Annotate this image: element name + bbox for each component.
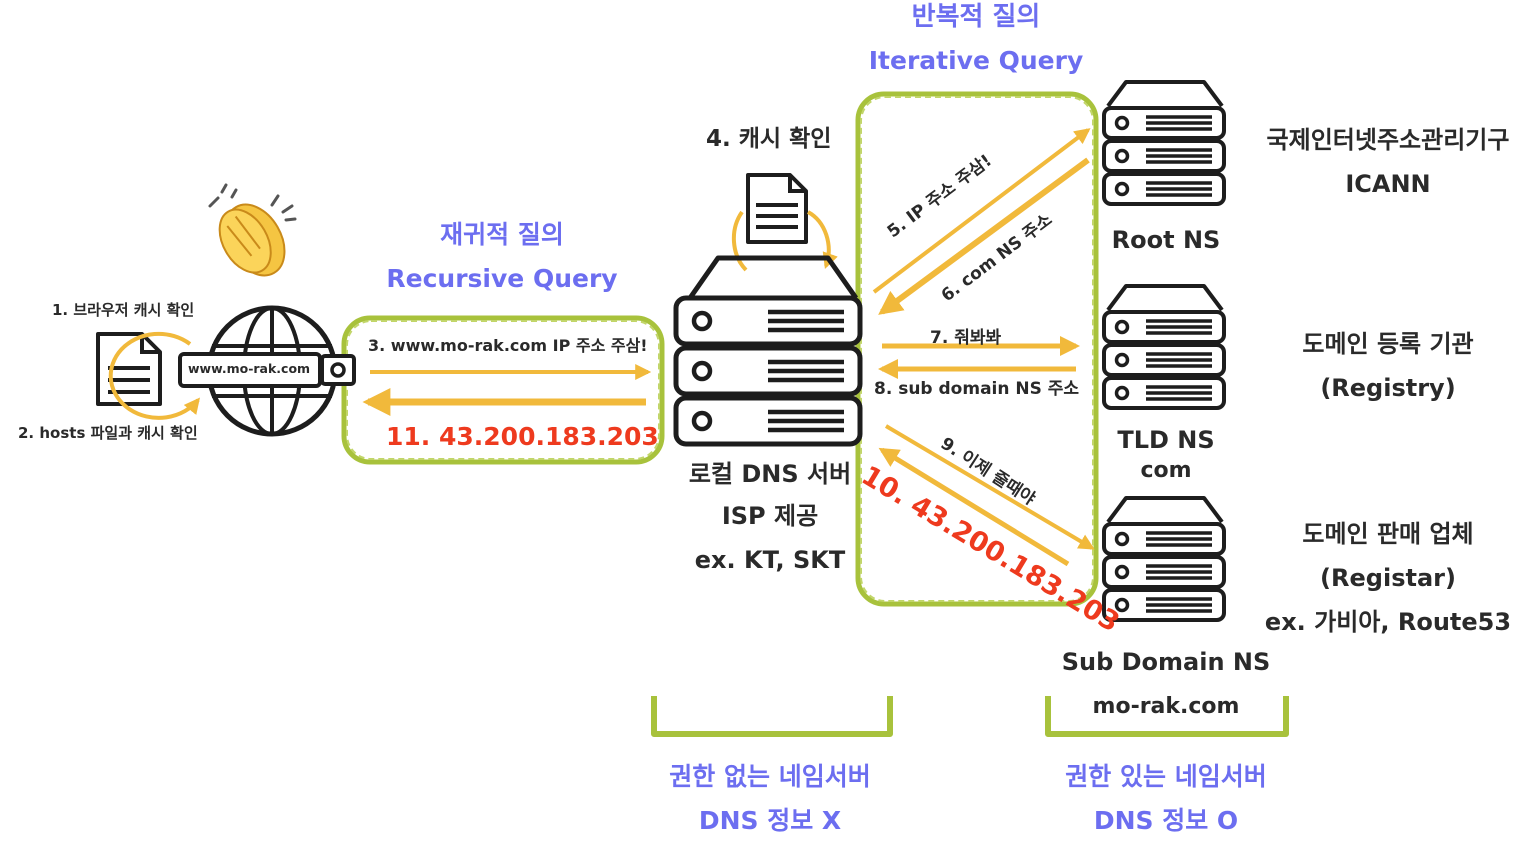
step2-label: 2. hosts 파일과 캐시 확인 xyxy=(18,424,198,442)
step7-label: 7. 줘봐봐 xyxy=(930,328,1002,348)
url-bar-text: www.mo-rak.com xyxy=(188,361,311,376)
tld-ns-server-icon xyxy=(1102,284,1226,410)
clapping-hands-icon xyxy=(208,183,297,277)
root-ns-server-icon xyxy=(1102,80,1226,206)
subdomain-example: ex. 가비아, Route53 xyxy=(1264,608,1512,636)
local-dns-name: 로컬 DNS 서버 xyxy=(688,460,852,488)
local-dns-example: ex. KT, SKT xyxy=(694,546,846,574)
step3-label: 3. www.mo-rak.com IP 주소 주삼! xyxy=(368,336,648,355)
tld-ns-sub: com xyxy=(1140,458,1192,483)
subdomain-org: 도메인 판매 업체 xyxy=(1302,520,1474,548)
recursive-label-ko: 재귀적 질의 xyxy=(440,220,564,249)
client-cache-arrow xyxy=(108,331,201,420)
footer-right-line1: 권한 있는 네임서버 xyxy=(1065,762,1267,791)
subdomain-org-en: (Registar) xyxy=(1320,564,1456,592)
cache-cycle-arrow-left xyxy=(731,210,748,272)
footer-right-line2: DNS 정보 O xyxy=(1093,806,1239,835)
footer-left-line2: DNS 정보 X xyxy=(698,806,842,835)
footer-left-line1: 권한 없는 네임서버 xyxy=(669,762,871,791)
step4-label: 4. 캐시 확인 xyxy=(706,126,832,152)
root-org: 국제인터넷주소관리기구 xyxy=(1266,126,1510,154)
recursive-query-box xyxy=(341,315,665,465)
root-org-en: ICANN xyxy=(1345,170,1431,198)
local-dns-provider: ISP 제공 xyxy=(721,502,819,530)
tld-org-en: (Registry) xyxy=(1320,374,1456,402)
local-dns-server-icon xyxy=(673,255,863,447)
root-ns-name: Root NS xyxy=(1111,226,1221,254)
local-dns-document-icon xyxy=(746,173,808,244)
arrow-step10 xyxy=(878,447,1070,567)
bracket-left xyxy=(651,696,893,737)
arrow-step6 xyxy=(878,157,1090,315)
arrow-step5 xyxy=(872,128,1091,294)
subdomain-ns-server-icon xyxy=(1102,496,1226,622)
bracket-right xyxy=(1045,696,1289,737)
globe-icon xyxy=(178,305,356,437)
arrow-step9 xyxy=(884,424,1095,550)
step11-label: 11. 43.200.183.203 xyxy=(386,422,659,451)
step1-label: 1. 브라우저 캐시 확인 xyxy=(52,301,195,319)
tld-org: 도메인 등록 기관 xyxy=(1302,330,1474,358)
subdomain-ns-name: Sub Domain NS xyxy=(1061,648,1271,676)
subdomain-ns-sub: mo-rak.com xyxy=(1092,694,1240,719)
step8-label: 8. sub domain NS 주소 xyxy=(874,379,1080,399)
recursive-label-en: Recursive Query xyxy=(386,264,618,293)
tld-ns-name: TLD NS xyxy=(1117,426,1215,454)
iterative-label-en: Iterative Query xyxy=(868,46,1084,75)
iterative-label-ko: 반복적 질의 xyxy=(911,2,1041,32)
